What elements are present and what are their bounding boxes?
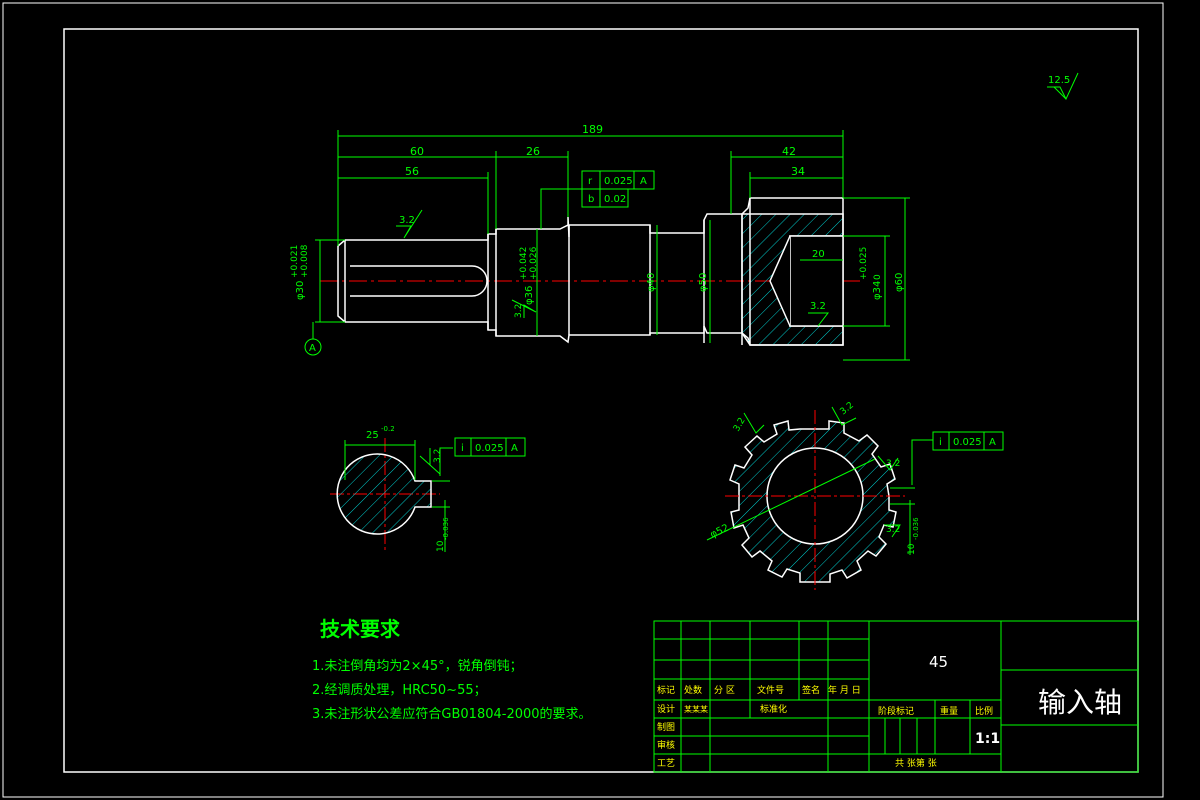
title-block	[653, 620, 1139, 773]
dim-dia-30-tol-low: +0.008	[300, 244, 310, 278]
bore-cone	[769, 235, 791, 327]
dim-dia-52: φ52	[709, 523, 731, 541]
tb-label-draw: 制图	[657, 721, 675, 733]
part-name: 输入轴	[1038, 686, 1122, 719]
svg-text:3.2: 3.2	[886, 525, 900, 535]
shaft-main-view	[320, 197, 860, 346]
svg-text:-0.036: -0.036	[442, 517, 450, 540]
roughness-symbol-5: 3.2	[732, 412, 765, 434]
dim-len-42: 42	[782, 145, 796, 158]
right-section-view: φ52 3.2 3.2 3.2 3.2 10 -0.036 i 0.025	[706, 400, 1004, 590]
dim-keyway-depth-tol: -0.2	[381, 425, 395, 433]
dim-total-length: 189	[582, 123, 603, 136]
roughness-symbol-8: 3.2	[884, 524, 901, 538]
gdt-runout-symbol: r	[588, 176, 593, 187]
dim-dia-50: φ50	[698, 273, 709, 292]
material-value: 45	[929, 653, 948, 671]
gdt-runout-frame: r 0.025 A	[581, 170, 655, 190]
dia-52-leader	[706, 458, 876, 541]
svg-text:i: i	[461, 443, 464, 454]
dim-dia-34: φ34	[872, 281, 883, 300]
tb-sheets: 共 张第 张	[895, 757, 937, 769]
gdt-cylindricity-value: 0.02	[604, 194, 626, 205]
svg-text:3.2: 3.2	[810, 301, 826, 312]
dim-keyway-width-left: 10	[436, 540, 446, 552]
hub-bore	[789, 235, 844, 327]
gdt-cylindricity-symbol: b	[588, 194, 594, 205]
dim-len-20: 20	[812, 249, 825, 260]
default-roughness-symbol: 12.5	[1047, 72, 1079, 101]
tb-label-mark: 标记	[657, 684, 675, 696]
dim-keyway-width-right: 10	[907, 543, 917, 555]
roughness-symbol-1: 3.2	[396, 209, 423, 239]
dim-dia-40: φ40	[646, 273, 657, 292]
roughness-symbol-4: 3.2	[419, 448, 443, 475]
roughness-default-value: 12.5	[1048, 75, 1070, 86]
svg-text:3.2: 3.2	[886, 459, 900, 469]
tb-label-design: 设计	[657, 703, 675, 715]
outer-border	[2, 2, 1164, 798]
tb-stage-mark: 阶段标记	[878, 705, 914, 717]
svg-text:3.2: 3.2	[433, 449, 443, 463]
dim-dia-34-tol-up: +0.025	[859, 247, 869, 280]
svg-text:i: i	[939, 437, 942, 448]
gdt-runout-value: 0.025	[604, 176, 633, 187]
dim-keyway-depth: 25	[366, 430, 379, 441]
dim-dia-30: φ30	[295, 281, 306, 300]
svg-text:A: A	[309, 343, 316, 354]
tb-label-review: 审核	[657, 739, 675, 751]
dim-len-26: 26	[526, 145, 540, 158]
tb-header-date: 年 月 日	[828, 684, 861, 696]
svg-text:0.025: 0.025	[953, 437, 982, 448]
tb-header-zone: 分 区	[714, 685, 735, 696]
roughness-symbol-2: 3.2	[511, 299, 537, 318]
svg-text:-0.036: -0.036	[912, 517, 920, 540]
datum-a-marker: A	[304, 322, 322, 356]
tech-requirements: 技术要求 1.未注倒角均为2×45°，锐角倒钝； 2.经调质处理，HRC50~5…	[312, 617, 592, 722]
left-section-body	[336, 453, 432, 535]
dim-dia-30-tol-up: +0.021	[290, 245, 300, 278]
tech-requirement-2: 2.经调质处理，HRC50~55；	[312, 683, 487, 698]
roughness-symbol-3: 3.2	[808, 301, 830, 327]
tech-requirements-title: 技术要求	[320, 617, 401, 641]
dim-dia-60: φ60	[894, 273, 905, 292]
scale-value: 1:1	[975, 731, 1000, 747]
tb-header-count: 处数	[684, 684, 702, 696]
left-section-view: 25 -0.2 10 -0.036 3.2 i 0.025 A	[330, 425, 526, 552]
dim-len-56: 56	[405, 165, 419, 178]
main-dimensions	[315, 130, 910, 361]
dim-dia-36-tol-up: +0.042	[519, 247, 529, 280]
svg-text:A: A	[989, 437, 996, 448]
inner-border	[63, 28, 1139, 773]
svg-text:A: A	[511, 443, 518, 454]
tb-scale-label: 比例	[975, 705, 993, 717]
keyway-slot	[350, 265, 488, 297]
tb-standardization: 标准化	[760, 703, 787, 715]
svg-text:3.2: 3.2	[399, 215, 415, 226]
svg-text:3.2: 3.2	[839, 400, 856, 417]
svg-text:3.2: 3.2	[732, 416, 748, 433]
svg-text:0.025: 0.025	[475, 443, 504, 454]
gdt-sym-right-frame: i 0.025 A	[932, 431, 1004, 451]
gdt-cylindricity-frame: b 0.02	[581, 188, 629, 208]
svg-text:3.2: 3.2	[514, 304, 524, 318]
tb-label-process: 工艺	[657, 758, 675, 769]
tb-design-name: 某某某	[684, 705, 708, 714]
dim-dia-36-tol-low: +0.026	[529, 246, 539, 280]
gdt-sym-left-frame: i 0.025 A	[454, 437, 526, 457]
dim-len-60: 60	[410, 145, 424, 158]
dim-len-34: 34	[791, 165, 805, 178]
tb-weight: 重量	[940, 705, 958, 717]
tb-header-sign: 签名	[802, 684, 820, 696]
tech-requirement-1: 1.未注倒角均为2×45°，锐角倒钝；	[312, 659, 523, 674]
tech-requirement-3: 3.未注形状公差应符合GB01804-2000的要求。	[312, 706, 592, 722]
dim-dia-36: φ36	[524, 286, 535, 305]
dim-dia-34-tol-low: 0	[873, 274, 883, 280]
gdt-runout-datum: A	[640, 176, 647, 187]
tb-header-docno: 文件号	[757, 684, 784, 696]
roughness-symbol-7: 3.2	[877, 455, 900, 471]
